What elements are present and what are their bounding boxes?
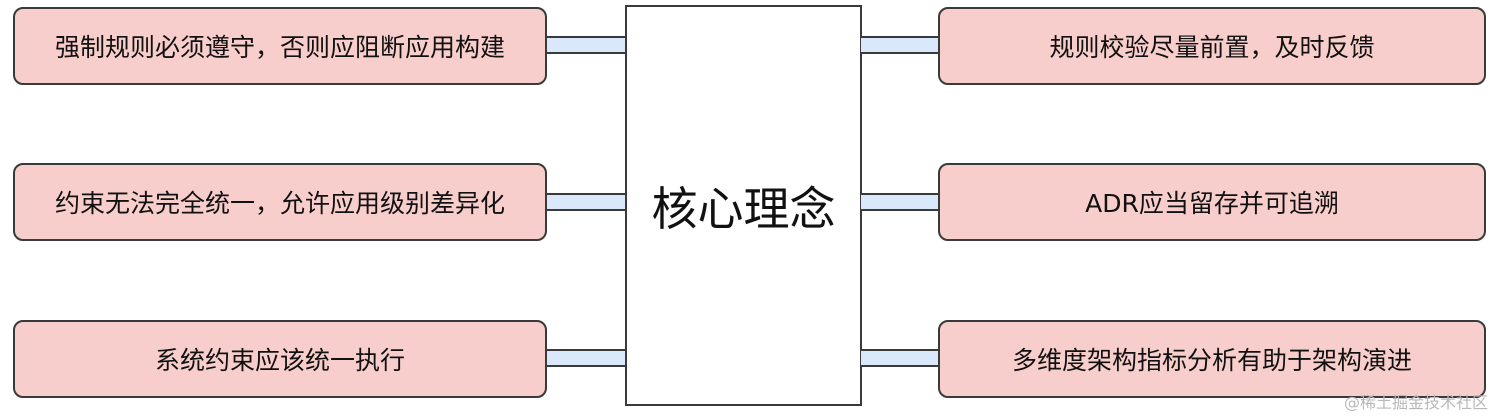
right-principle-label-3: 多维度架构指标分析有助于架构演进: [1011, 346, 1412, 375]
left-principle-label-1: 强制规则必须遵守，否则应阻断应用构建: [54, 33, 505, 62]
right-principle-box-3: 多维度架构指标分析有助于架构演进: [938, 320, 1486, 398]
right-connector-3: [861, 349, 938, 367]
left-principle-box-2: 约束无法完全统一，允许应用级别差异化: [13, 163, 547, 241]
right-principle-label-1: 规则校验尽量前置，及时反馈: [1049, 33, 1375, 62]
watermark-text: @稀土掘金技术社区: [1343, 393, 1488, 412]
left-connector-2: [547, 193, 626, 211]
right-principle-label-2: ADR应当留存并可追溯: [1085, 189, 1339, 218]
left-connector-3: [547, 349, 626, 367]
core-concept-box: 核心理念: [625, 5, 862, 406]
left-principle-box-3: 系统约束应该统一执行: [13, 320, 547, 398]
right-connector-1: [861, 36, 938, 54]
left-principle-label-3: 系统约束应该统一执行: [154, 346, 405, 375]
left-principle-label-2: 约束无法完全统一，允许应用级别差异化: [54, 189, 505, 218]
right-connector-2: [861, 193, 938, 211]
left-connector-1: [547, 36, 626, 54]
right-principle-box-1: 规则校验尽量前置，及时反馈: [938, 7, 1486, 85]
core-concept-label: 核心理念: [651, 181, 836, 236]
right-principle-box-2: ADR应当留存并可追溯: [938, 163, 1486, 241]
left-principle-box-1: 强制规则必须遵守，否则应阻断应用构建: [13, 7, 547, 85]
